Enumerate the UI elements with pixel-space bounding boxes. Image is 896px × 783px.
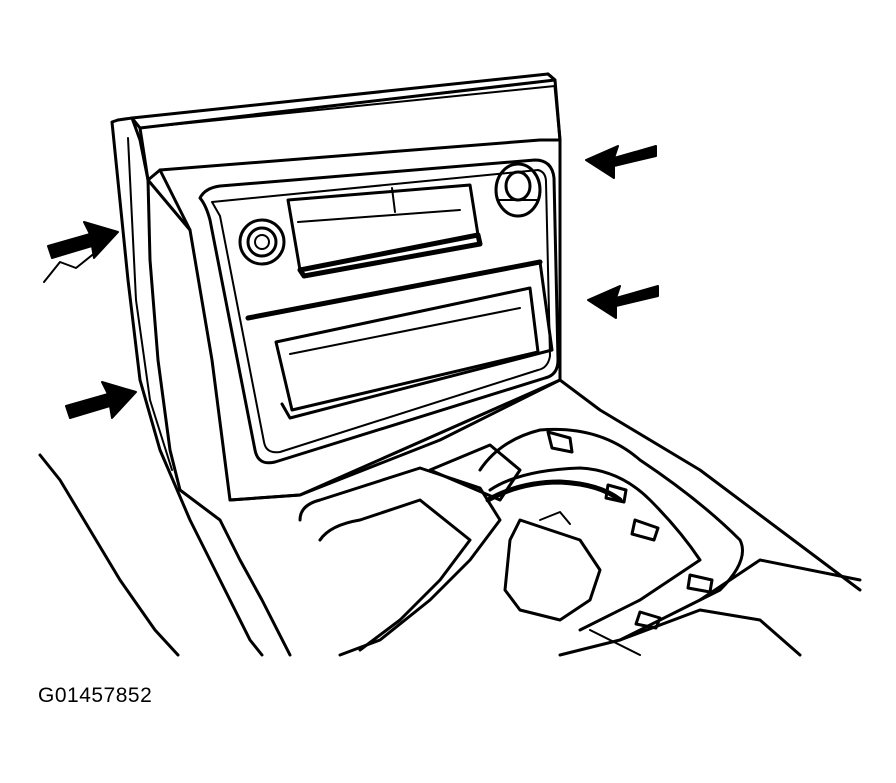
top-trim-strip [130, 72, 562, 142]
right-power-outlet [494, 162, 542, 218]
cup-holder-area [228, 378, 862, 657]
arrow-lower-left [65, 381, 137, 419]
upper-compartment [286, 183, 483, 279]
arrow-upper-right [585, 145, 657, 179]
lower-compartment [245, 259, 554, 420]
console-side-panel [38, 116, 292, 657]
figure-code-label: G01457852 [38, 684, 153, 707]
arrow-lower-right [587, 285, 659, 319]
arrow-upper-left [43, 221, 119, 283]
bezel-inner-frame [198, 158, 560, 465]
left-power-outlet [238, 218, 286, 266]
